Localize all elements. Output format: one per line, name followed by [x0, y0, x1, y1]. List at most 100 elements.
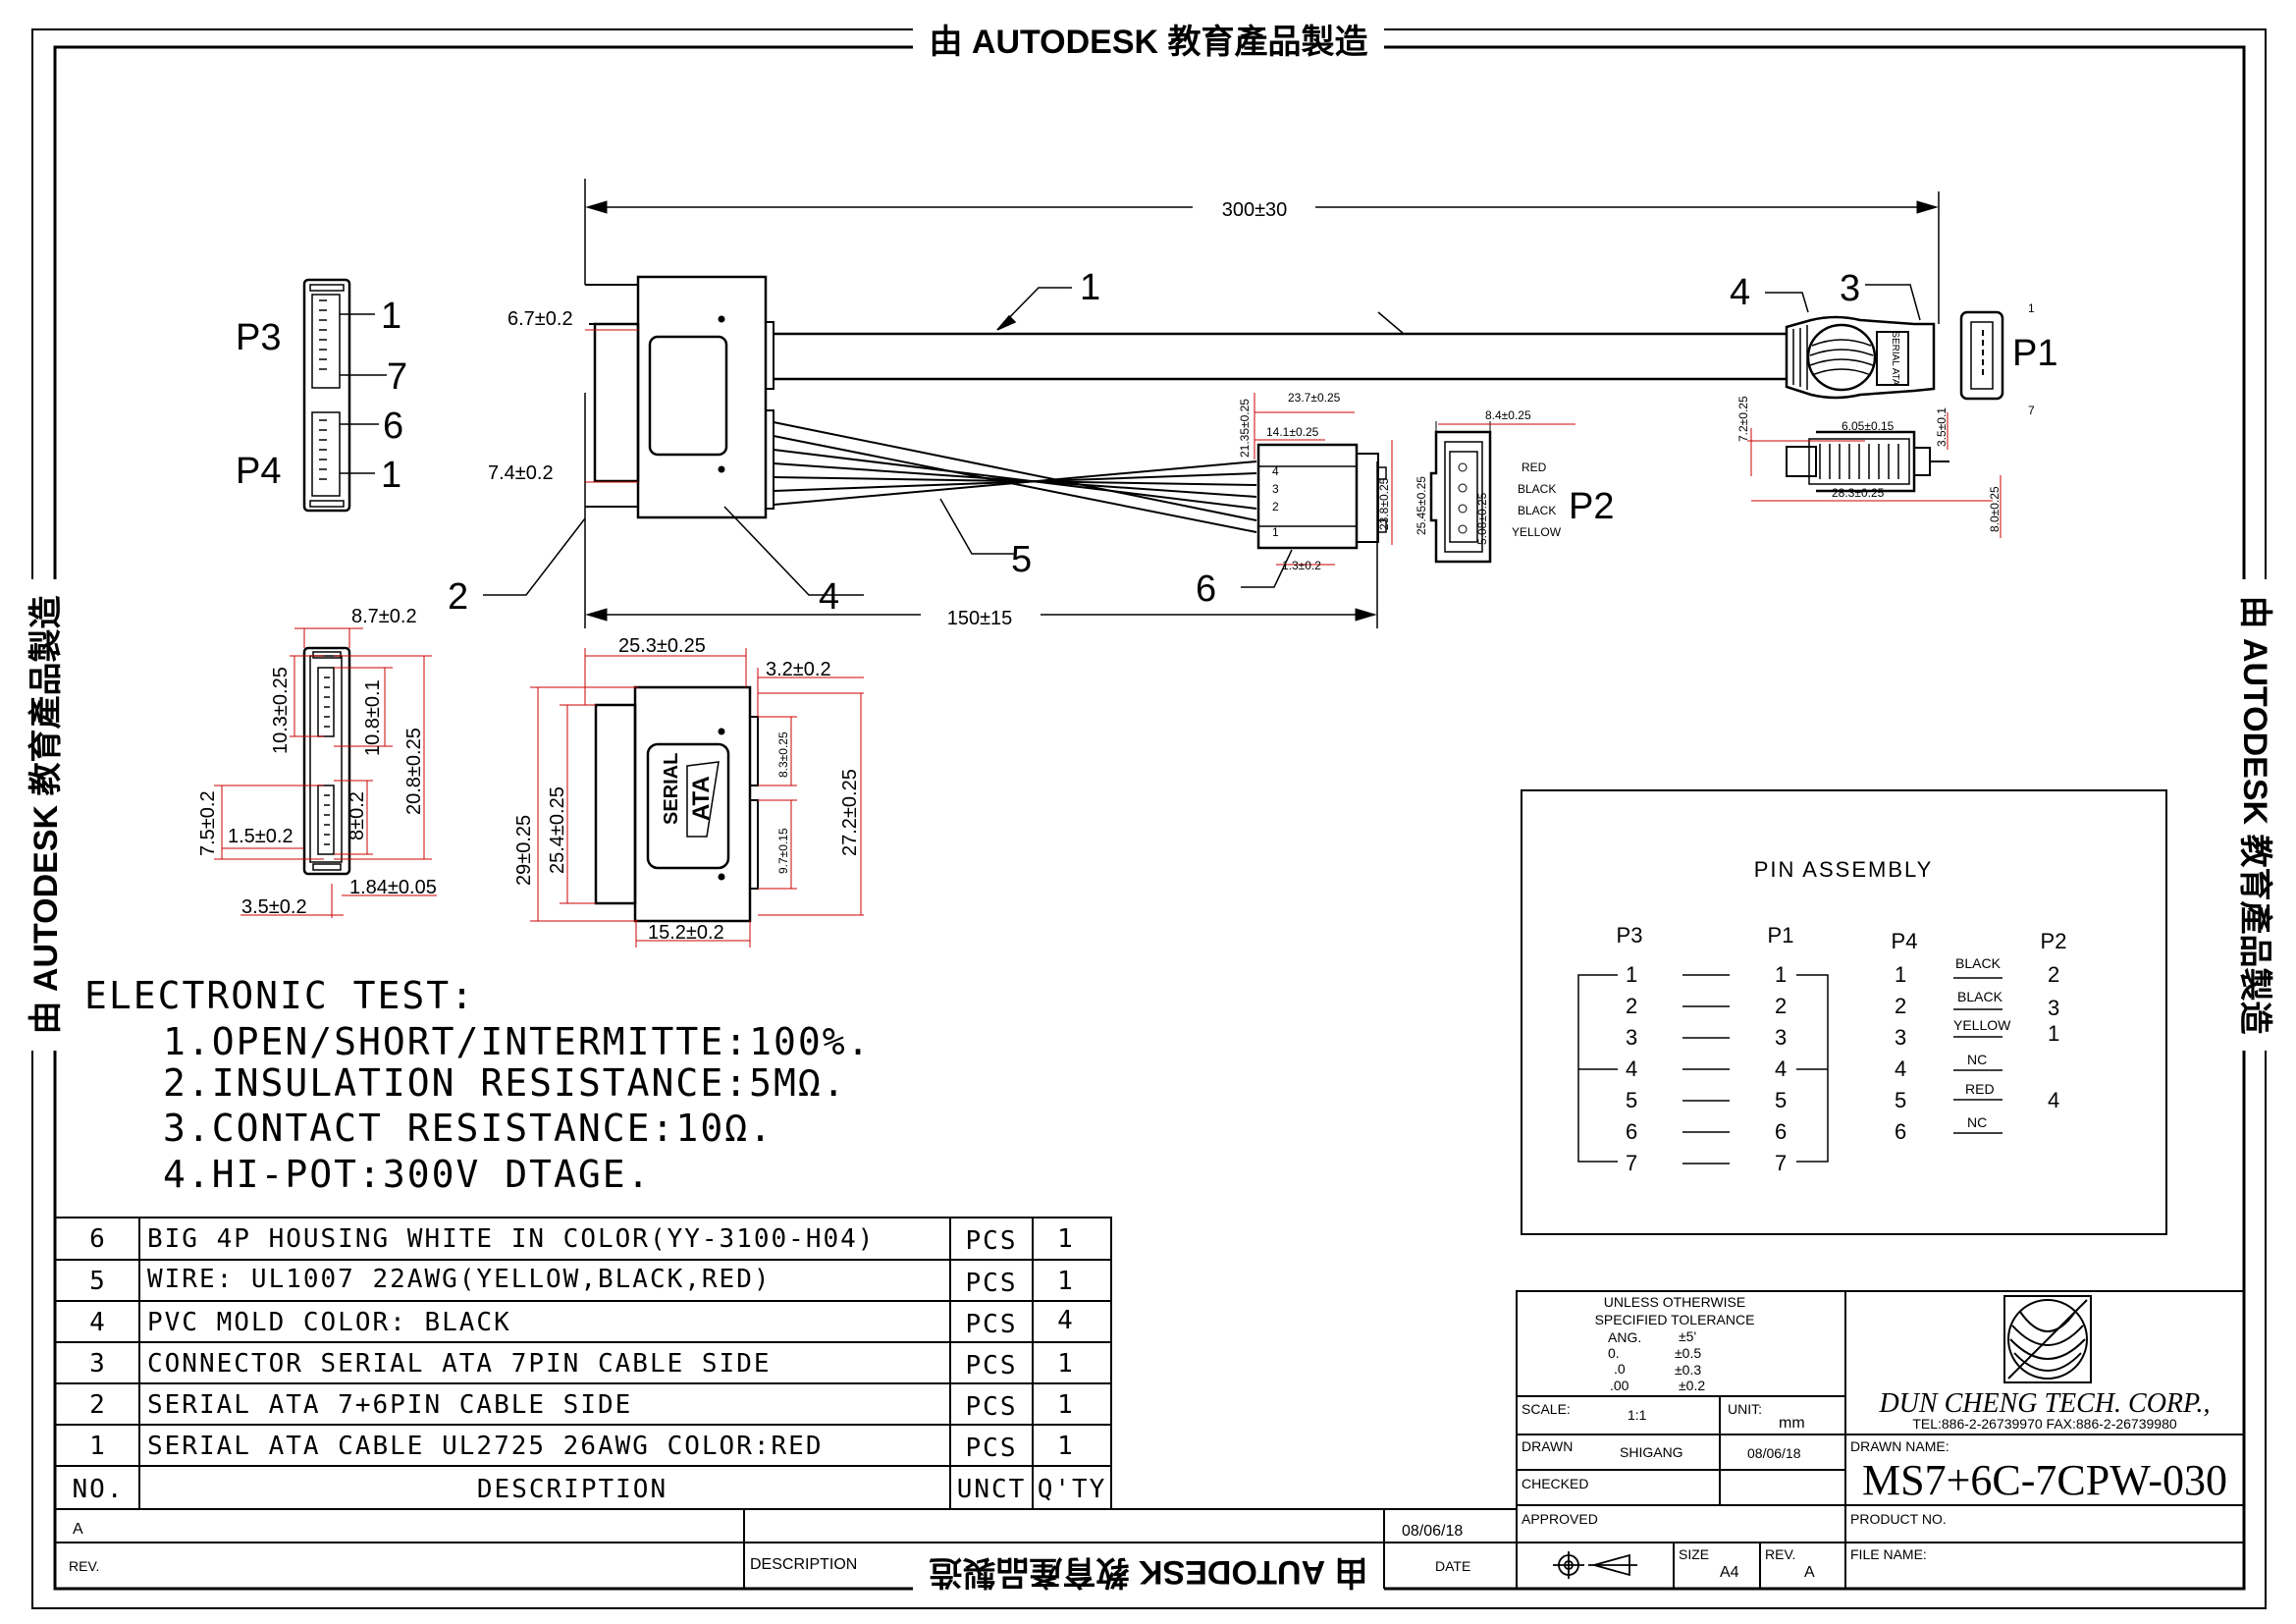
side-dim-a: 10.3±0.25: [270, 667, 292, 754]
dim-7-4: 7.4±0.2: [488, 462, 554, 484]
label-p1-pin1: 1: [2028, 301, 2035, 315]
p3-pin: 6: [1626, 1119, 1637, 1144]
dim-p2-h2: 23.8±0.25: [1377, 477, 1391, 530]
p4-pin: 1: [1895, 962, 1906, 987]
tol-ang: ANG.: [1608, 1329, 1641, 1345]
pin-col-p1: 1 2 3 4 5 6 7: [1775, 962, 1787, 1175]
bom-unit: PCS: [966, 1392, 1018, 1422]
label-p1: P1: [2012, 333, 2057, 374]
drawn-value: SHIGANG: [1620, 1444, 1683, 1460]
tb-rev-value: A: [1804, 1564, 1815, 1581]
main-cable-view: SERIAL ATA: [584, 179, 2004, 628]
pin-col-p3: 1 2 3 4 5 6 7: [1626, 962, 1637, 1175]
callout-3: 3: [1840, 268, 1860, 309]
p3-pin: 7: [1626, 1151, 1637, 1175]
p2-wire-black-2: BLACK: [1518, 504, 1556, 517]
p2-wire-red: RED: [1522, 460, 1547, 474]
rev-date-label: DATE: [1435, 1558, 1470, 1574]
p4-pin: 3: [1895, 1025, 1906, 1050]
p4-pin: 6: [1895, 1119, 1906, 1144]
wire-color: BLACK: [1957, 989, 2003, 1004]
tol-2-v: ±0.2: [1679, 1378, 1705, 1393]
drawing-number: MS7+6C-7CPW-030: [1862, 1456, 2227, 1504]
bom-no: 3: [89, 1349, 107, 1379]
tolerance-title-1: UNLESS OTHERWISE: [1604, 1294, 1745, 1310]
p3-p4-face: [302, 278, 387, 513]
revision-block: [55, 1508, 1517, 1589]
dim-p1-w2: 3.5±0.1: [1935, 407, 1949, 447]
scale-value: 1:1: [1628, 1407, 1647, 1423]
tol-1: .0: [1614, 1361, 1626, 1377]
front-dim-h1: 29±0.25: [513, 815, 535, 886]
bom-desc: PVC MOLD COLOR: BLACK: [147, 1308, 511, 1337]
p1-pin: 1: [1775, 962, 1787, 987]
file-name-label: FILE NAME:: [1850, 1546, 1927, 1562]
watermark-right: 由 AUTODESK 教育產品製造: [2236, 595, 2274, 1034]
bom-unit: PCS: [966, 1434, 1018, 1463]
tol-2: .00: [1610, 1378, 1629, 1393]
bom-desc: CONNECTOR SERIAL ATA 7PIN CABLE SIDE: [147, 1349, 772, 1379]
bom-header-no: NO.: [73, 1475, 125, 1504]
bom-qty: 1: [1057, 1432, 1075, 1461]
dim-p2-h1: 21.35±0.25: [1238, 399, 1252, 458]
bom-no: 6: [89, 1224, 107, 1254]
bom-qty: 1: [1057, 1390, 1075, 1420]
electronic-test-item-2: 2.INSULATION RESISTANCE:5MΩ.: [163, 1061, 847, 1105]
bom-no: 4: [89, 1308, 107, 1337]
product-no-label: PRODUCT NO.: [1850, 1511, 1947, 1527]
pin-col-colors: BLACK BLACK YELLOW NC RED NC: [1953, 955, 2011, 1130]
drawn-label: DRAWN: [1522, 1438, 1573, 1454]
callout-5: 5: [1011, 539, 1032, 580]
dim-6-7: 6.7±0.2: [507, 308, 573, 330]
company-contact: TEL:886-2-26739970 FAX:886-2-26739980: [1912, 1416, 2177, 1432]
front-dim-h2: 25.4±0.25: [547, 786, 568, 874]
bom-desc: WIRE: UL1007 22AWG(YELLOW,BLACK,RED): [147, 1265, 772, 1294]
size-label: SIZE: [1679, 1546, 1709, 1562]
p2-pin: 4: [2048, 1088, 2059, 1112]
p3-pin: 5: [1626, 1088, 1637, 1112]
dim-p1-h: 7.2±0.25: [1736, 396, 1750, 442]
side-view-dims: [214, 627, 437, 918]
p2-pin-2: 2: [1272, 500, 1279, 514]
rev-label: REV.: [69, 1558, 99, 1574]
front-dim-bw: 15.2±0.2: [648, 922, 724, 944]
tb-rev-label: REV.: [1765, 1546, 1795, 1562]
p3-pin: 1: [1626, 962, 1637, 987]
p2-pin-3: 3: [1272, 482, 1279, 496]
p4-pin: 4: [1895, 1056, 1906, 1081]
label-p4-pin1: 1: [381, 455, 401, 496]
scale-label: SCALE:: [1522, 1401, 1571, 1417]
dim-p2-face-w: 8.4±0.25: [1485, 408, 1531, 422]
pin-header-p4: P4: [1892, 929, 1918, 953]
label-p2: P2: [1569, 486, 1614, 527]
title-block: [1516, 1290, 2245, 1590]
tol-ang-v: ±5': [1679, 1328, 1696, 1344]
tolerance-title-2: SPECIFIED TOLERANCE: [1595, 1312, 1755, 1327]
pin-header-p1: P1: [1768, 923, 1794, 947]
bom-qty: 1: [1057, 1349, 1075, 1379]
p1-pin: 6: [1775, 1119, 1787, 1144]
bom-unit: PCS: [966, 1226, 1018, 1256]
bom-rows: 6 BIG 4P HOUSING WHITE IN COLOR(YY-3100-…: [73, 1224, 1105, 1504]
watermark-left: 由 AUTODESK 教育產品製造: [27, 595, 65, 1034]
bom-table: [54, 1217, 1112, 1510]
front-view-logo: SERIAL ATA: [661, 753, 715, 825]
approved-label: APPROVED: [1522, 1511, 1598, 1527]
side-dim-d: 7.5±0.2: [197, 790, 219, 856]
drawn-date: 08/06/18: [1747, 1445, 1801, 1461]
label-p3-pin1: 1: [381, 296, 401, 337]
leader-lines: [483, 284, 1921, 596]
wire-color: YELLOW: [1953, 1017, 2011, 1033]
bom-unit: PCS: [966, 1269, 1018, 1298]
pin-assembly-box: [1521, 789, 2167, 1235]
p2-wire-yellow: YELLOW: [1512, 525, 1562, 539]
dim-p2-pin: 1.3±0.2: [1282, 559, 1321, 572]
p2-wire-black-1: BLACK: [1518, 482, 1556, 496]
label-p1-pin7: 7: [2028, 404, 2035, 417]
side-dim-b: 10.8±0.1: [362, 679, 384, 756]
unit-value: mm: [1779, 1415, 1805, 1432]
bom-qty: 1: [1057, 1267, 1075, 1296]
front-dim-w: 25.3±0.25: [618, 635, 706, 657]
size-value: A4: [1720, 1564, 1739, 1581]
